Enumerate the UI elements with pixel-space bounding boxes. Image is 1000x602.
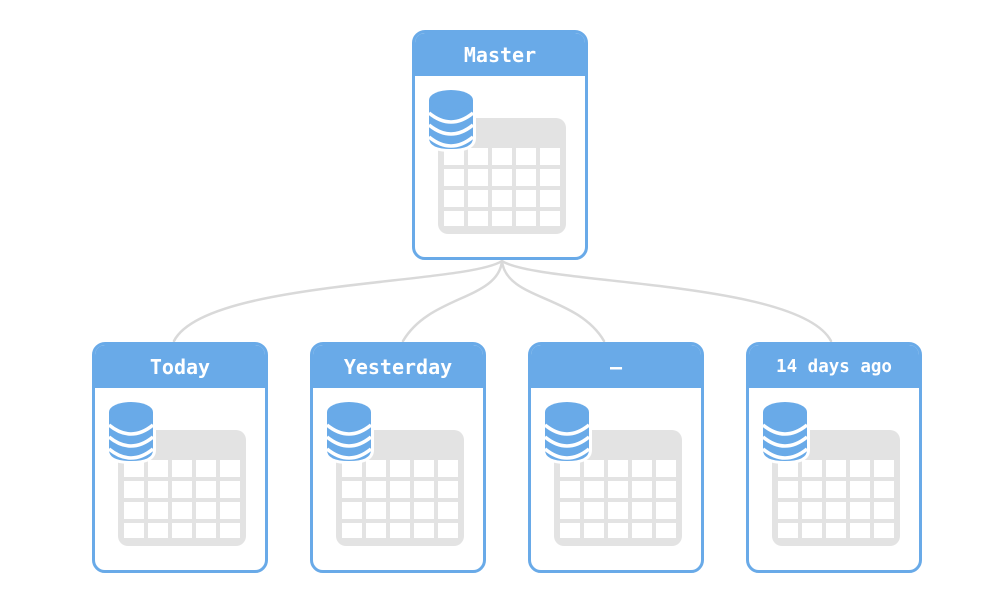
node-today-body	[95, 388, 265, 573]
node-dash-header: –	[531, 345, 701, 388]
node-14-days-ago: 14 days ago	[746, 342, 922, 573]
node-master: Master	[412, 30, 588, 260]
node-yesterday-label: Yesterday	[343, 354, 453, 379]
node-14-days-ago-label: 14 days ago	[776, 356, 892, 377]
node-14-days-ago-body	[749, 388, 919, 573]
node-dash-body	[531, 388, 701, 573]
node-master-label: Master	[463, 42, 537, 67]
node-14-days-ago-header: 14 days ago	[749, 345, 919, 388]
node-yesterday: Yesterday	[310, 342, 486, 573]
connector-edge-master-today	[172, 259, 504, 343]
node-today-label: Today	[149, 354, 211, 379]
node-dash-label: –	[609, 354, 623, 379]
database-calendar-icon	[324, 400, 466, 548]
node-today-header: Today	[95, 345, 265, 388]
database-calendar-icon	[760, 400, 902, 548]
node-dash: –	[528, 342, 704, 573]
connector-edge-master-yesterday	[401, 259, 504, 343]
node-master-body	[415, 76, 585, 260]
node-yesterday-header: Yesterday	[313, 345, 483, 388]
node-master-header: Master	[415, 33, 585, 76]
node-yesterday-body	[313, 388, 483, 573]
connector-edge-master-14days	[500, 259, 833, 343]
database-calendar-icon	[426, 88, 568, 236]
connector-edge-master-dash	[500, 259, 606, 343]
database-calendar-icon	[542, 400, 684, 548]
database-calendar-icon	[106, 400, 248, 548]
node-today: Today	[92, 342, 268, 573]
